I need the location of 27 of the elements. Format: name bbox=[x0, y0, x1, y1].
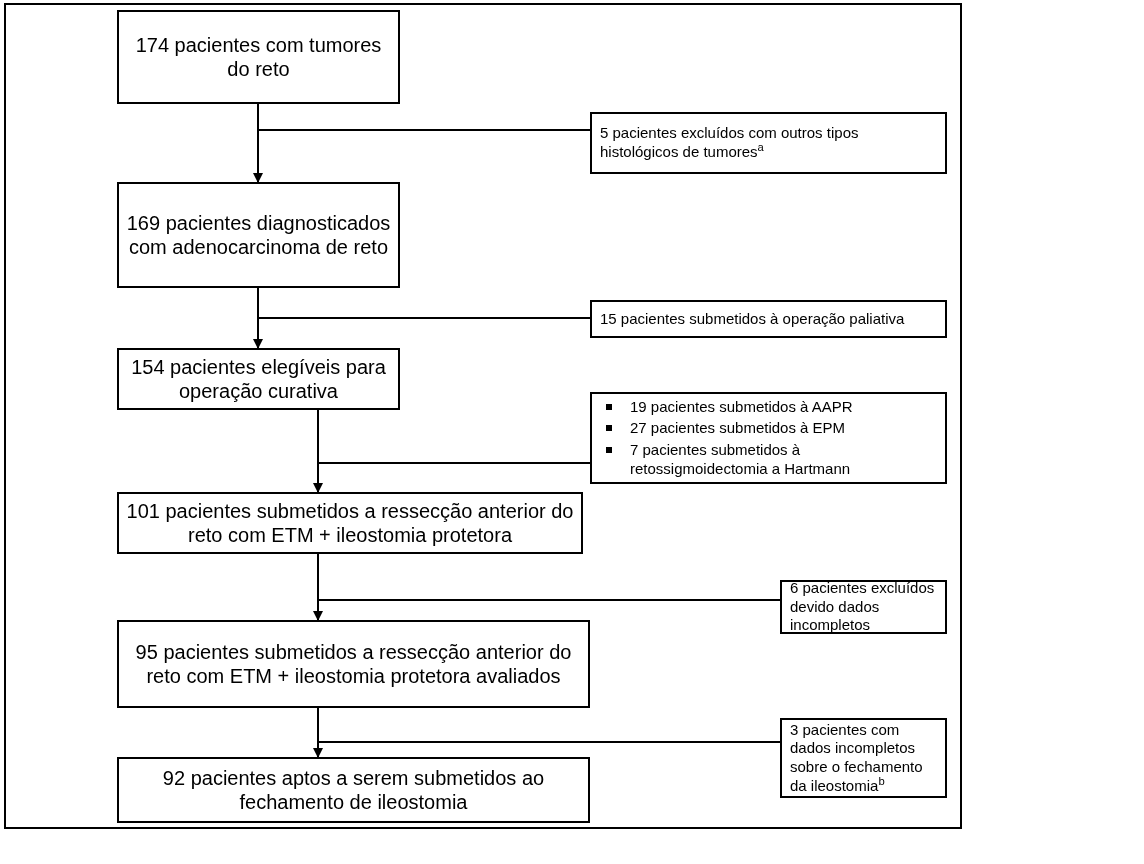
box-text: 15 pacientes submetidos à operação paliativa bbox=[600, 309, 906, 329]
box-text: 92 pacientes aptos a serem submetidos ao fechamento de ileostomia bbox=[161, 766, 546, 814]
list-item: 19 pacientes submetidos à AAPR bbox=[630, 397, 853, 417]
connector-line bbox=[257, 103, 591, 131]
exclusion-box bbox=[780, 580, 947, 634]
connector-line bbox=[317, 409, 591, 464]
box-text: 3 pacientes com dados incompletos sobre o fechamento da ileostomia$^{b}$ bbox=[790, 720, 924, 796]
list-item: 7 pacientes submetidos à retossigmoidectomia a Hartmann bbox=[630, 441, 852, 479]
box-text: 6 pacientes excluídos devido dados incompletos bbox=[790, 578, 936, 636]
box-text: 154 pacientes elegíveis para operação curativa bbox=[130, 355, 387, 403]
box-text: 95 pacientes submetidos a ressecção anterior do reto com ETM + ileostomia protetora avaliados bbox=[134, 640, 573, 688]
list-item: 27 pacientes submetidos à EPM bbox=[630, 419, 846, 438]
connector-line bbox=[257, 287, 591, 319]
process-box bbox=[117, 182, 400, 288]
exclusion-box bbox=[590, 300, 947, 338]
box-text: 169 pacientes diagnosticados com adenocarcinoma de reto bbox=[125, 211, 392, 259]
exclusion-box bbox=[780, 718, 947, 798]
process-box bbox=[117, 492, 583, 554]
process-box bbox=[117, 348, 400, 410]
exclusion-box bbox=[590, 392, 947, 484]
box-text: 101 pacientes submetidos a ressecção anterior do reto com ETM + ileostomia protetora bbox=[125, 499, 575, 547]
process-box bbox=[117, 10, 400, 104]
box-text: 5 pacientes excluídos com outros tipos histológicos de tumores$^{a}$ bbox=[600, 124, 860, 162]
box-text: 174 pacientes com tumores do reto bbox=[134, 33, 383, 81]
exclusion-box bbox=[590, 112, 947, 174]
process-box bbox=[117, 757, 590, 823]
process-box bbox=[117, 620, 590, 708]
